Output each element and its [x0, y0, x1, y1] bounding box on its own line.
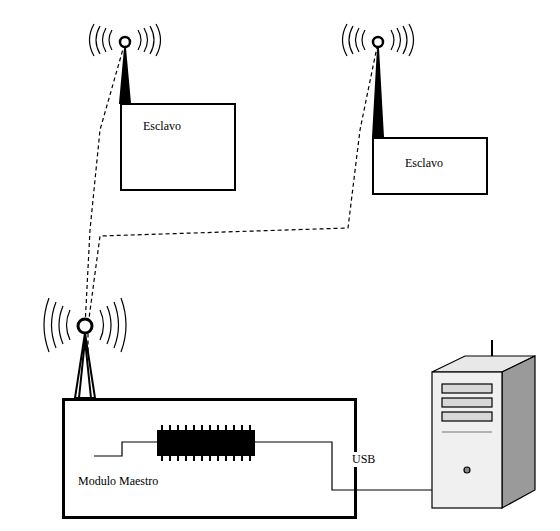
slave-box: Esclavo [120, 103, 236, 191]
node-label: Esclavo [143, 119, 181, 134]
radio-link [88, 42, 378, 398]
slave-box: Esclavo [372, 137, 488, 195]
chip-symbol [157, 425, 255, 461]
bus-label: USB [350, 452, 377, 467]
antenna [75, 37, 383, 398]
master-module-box: Modulo Maestro [62, 398, 357, 519]
node-label: Esclavo [405, 156, 443, 171]
node-label: Modulo Maestro [78, 474, 158, 489]
computer-tower [432, 340, 535, 508]
radio-link [85, 42, 125, 398]
radio-waves [44, 24, 414, 352]
